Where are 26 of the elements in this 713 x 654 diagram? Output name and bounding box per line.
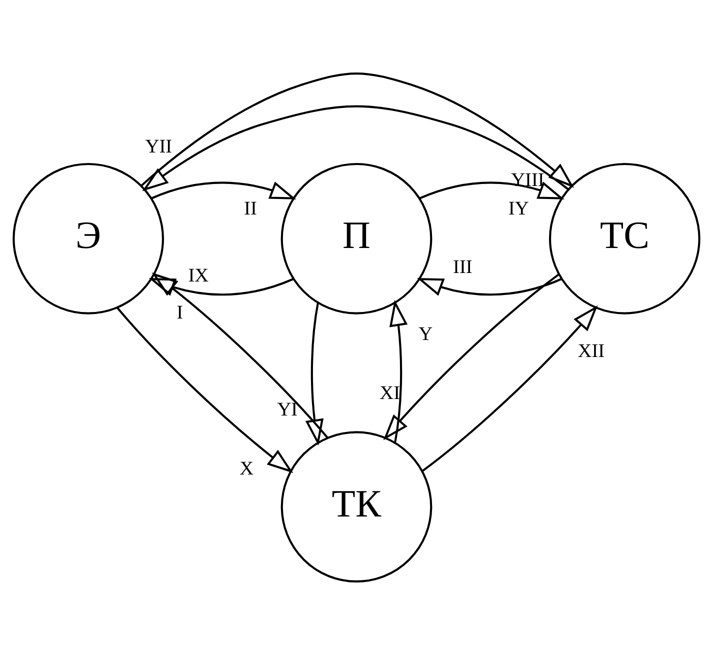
arrow xyxy=(422,304,598,472)
arrow xyxy=(416,277,562,296)
arrow xyxy=(152,272,328,438)
edge-label: XI xyxy=(380,382,400,404)
edge-label: YII xyxy=(145,136,172,158)
arrow xyxy=(389,299,408,442)
arrow xyxy=(151,181,296,199)
edge-label: IX xyxy=(188,264,209,286)
edge-label: XII xyxy=(578,340,605,362)
node-circle: ТК xyxy=(280,430,432,582)
arrow xyxy=(419,181,564,199)
edge-label: III xyxy=(453,256,472,278)
arrow xyxy=(140,72,574,188)
arrow xyxy=(148,277,294,296)
edge-label: IY xyxy=(508,198,529,219)
edge-label: Y xyxy=(418,324,433,345)
edge-label: I xyxy=(176,302,184,323)
edge-label: X xyxy=(240,458,254,480)
arrow xyxy=(383,273,560,440)
node-circle: П xyxy=(280,162,432,314)
arrow xyxy=(305,302,324,446)
edge-label: YIII xyxy=(511,170,544,191)
arrow xyxy=(116,306,294,473)
edge-label: YI xyxy=(277,399,298,420)
edge-label: II xyxy=(244,198,257,219)
node-circle: Э xyxy=(12,162,164,314)
